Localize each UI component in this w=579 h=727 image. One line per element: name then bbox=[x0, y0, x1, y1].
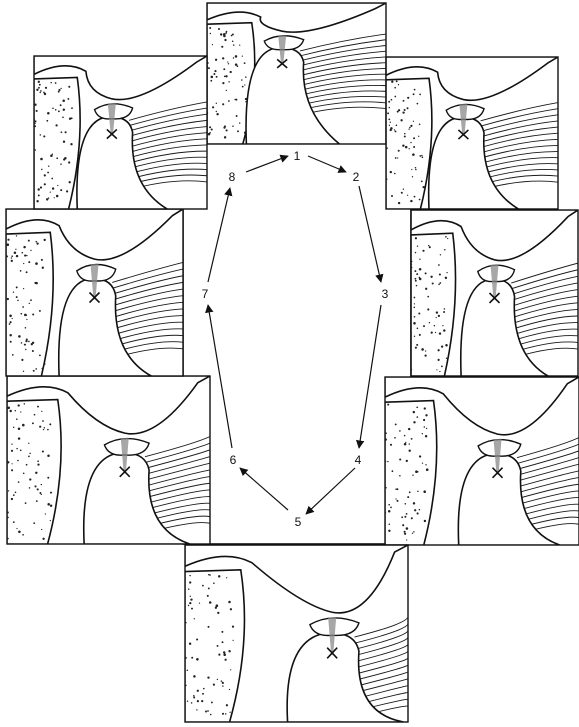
step-label-3: 3 bbox=[382, 287, 389, 301]
joint-panel-1 bbox=[206, 3, 386, 144]
step-label-2: 2 bbox=[353, 170, 360, 184]
joint-panel-7 bbox=[6, 209, 183, 376]
step-label-5: 5 bbox=[295, 515, 302, 529]
step-label-4: 4 bbox=[355, 453, 362, 467]
joint-panel-6 bbox=[6, 376, 210, 544]
step-label-7: 7 bbox=[202, 287, 209, 301]
joint-panel-8 bbox=[33, 56, 207, 209]
cranial-bone bbox=[385, 401, 437, 545]
step-label-6: 6 bbox=[230, 453, 237, 467]
joint-panel-3 bbox=[410, 210, 578, 376]
cranial-bone bbox=[185, 570, 244, 722]
joint-panel-2 bbox=[385, 57, 558, 209]
cranial-bone bbox=[34, 77, 80, 209]
joint-panel-5 bbox=[184, 545, 408, 722]
step-label-8: 8 bbox=[229, 170, 236, 184]
joint-panel-4 bbox=[384, 377, 579, 545]
cranial-bone bbox=[411, 233, 456, 376]
cycle-center-box bbox=[183, 140, 411, 544]
step-label-1: 1 bbox=[294, 149, 301, 163]
